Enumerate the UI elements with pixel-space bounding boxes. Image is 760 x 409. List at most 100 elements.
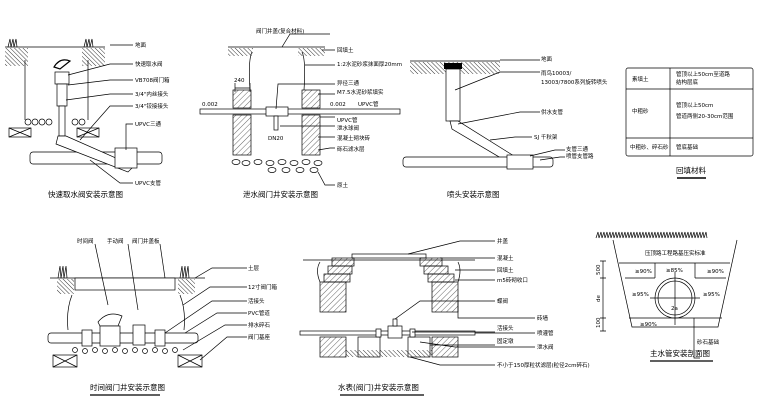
label-manhole-cover: 井盖 — [497, 237, 509, 245]
panel-timer-valve-well: 时间阀 手动阀 阀门井盖板 土层 12寸阀门箱 活接头 PVC管道 排水碎石 阀… — [47, 237, 277, 396]
label-drain-gravel: 排水碎石 — [248, 321, 271, 329]
label-ground: 地面 — [541, 55, 553, 63]
label-irrigation-pipe: 喷灌管 — [537, 329, 554, 337]
riser — [58, 105, 66, 137]
base-right — [177, 354, 203, 368]
title-sprinkler: 喷头安装示意图 — [447, 189, 500, 199]
soil-left — [5, 48, 28, 66]
cell-material-2: 中粗砂、碎石砂 — [630, 143, 669, 151]
manual-valve — [132, 324, 146, 346]
brick-lower-left — [232, 114, 252, 156]
brick-wall-right — [431, 281, 459, 313]
label-brick-collar: m5砖砌收口 — [497, 276, 528, 284]
upvc-pipe — [199, 108, 401, 115]
label-pvc-pipe: PVC管道 — [248, 309, 270, 317]
label-reducing-tee: 异径三通 — [337, 79, 360, 87]
brick-left — [8, 127, 32, 138]
compaction-top-center: ≥85% — [666, 268, 683, 274]
reducing-tee — [265, 106, 289, 117]
pvc-pipe — [47, 332, 199, 344]
label-filter-layer: 不小于150厚粒状滤层(粒径2cm碎石) — [497, 361, 590, 369]
label-union: 活接头 — [497, 324, 514, 332]
grass — [57, 265, 190, 279]
label-quick-valve: 快速取水阀 — [135, 60, 163, 68]
base-left — [52, 354, 78, 368]
cell-material-1: 中粗砂 — [632, 107, 649, 115]
cell-range-0-1: 结构层底 — [676, 78, 699, 86]
leader-cover — [281, 33, 330, 48]
label-butterfly-valve: 蝶阀 — [497, 297, 508, 305]
label-well-cover: 阀门井盖(复合材料) — [256, 27, 304, 35]
compaction-top-left: ≥90% — [635, 269, 652, 275]
cell-range-1-1: 管道两侧20-30cm范围 — [676, 112, 734, 120]
pipe-centerlines — [650, 272, 700, 325]
sprinkler-head-top — [444, 63, 462, 69]
dim-500: 500 — [596, 264, 602, 275]
label-valve-box: 12寸阀门箱 — [248, 283, 277, 291]
label-upvc-tee: UPVC三通 — [135, 120, 161, 128]
label-valve-box: VB708阀门箱 — [135, 76, 170, 84]
dim-240: 240 — [234, 78, 245, 84]
title-meter-well: 水表(阀门)井安装示意图 — [338, 382, 419, 392]
valve-body — [54, 71, 70, 85]
label-backfill: 回填土 — [337, 46, 354, 54]
zone-lines — [619, 262, 730, 319]
lateral-tee — [506, 154, 534, 170]
gravel-layer — [231, 159, 323, 173]
valve-box-walls — [67, 294, 185, 331]
leader-lines — [454, 59, 565, 161]
label-drain-ball-valve: 泄水球阀 — [337, 124, 359, 132]
label-backfill: 回填土 — [497, 266, 514, 274]
panel-sprinkler: 地面 雨鸟10003/ 13003/7800系列旋转喷头 供水支管 SJ 千秋架… — [402, 55, 608, 199]
pipe-center-mark: 2a — [671, 306, 678, 312]
timer-valve-top — [97, 313, 123, 327]
irrigation-pipe — [299, 330, 476, 336]
title-quick-valve: 快速取水阀安装示意图 — [48, 189, 123, 199]
compaction-side-right: ≥95% — [703, 292, 720, 298]
cell-material-0: 素填土 — [632, 75, 649, 83]
trench-outline — [612, 239, 738, 328]
swing-joint — [55, 135, 135, 173]
label-upvc-pipe: UPVC管 — [337, 116, 358, 124]
level-right: 0.002 — [330, 102, 346, 108]
label-ground: 地面 — [135, 41, 147, 49]
dim-dn20: DN20 — [268, 136, 284, 142]
valve-cap — [53, 59, 72, 70]
label-native-soil: 原土 — [337, 181, 349, 189]
label-rotor-series: 13003/7800系列旋转喷头 — [541, 78, 608, 86]
label-m75-mortar: M7.5水泥砂浆填实 — [337, 88, 384, 96]
backfill-table: 素填土 管顶以上50cm至道路 结构层底 中粗砂 管顶以上50cm 管道两侧20… — [625, 67, 754, 179]
drain-ball-valve — [273, 115, 279, 131]
title-main-pipe-section: 主水管安装剖面图 — [650, 348, 710, 358]
union-left — [81, 329, 93, 347]
label-timer-valve: 时间阀 — [77, 237, 94, 245]
leader-lines — [317, 240, 535, 366]
label-compaction-standard: 压顶路工程路基压实标准 — [645, 249, 706, 257]
label-soil: 土层 — [248, 264, 260, 272]
cell-range-0-0: 管顶以上50cm至道路 — [676, 70, 730, 78]
label-gravel-filter: 砾石滤水层 — [337, 145, 365, 153]
title-timer-valve-well: 时间阀门井安装示意图 — [90, 382, 165, 392]
union-right — [154, 329, 166, 347]
cell-range-2-0: 管底基础 — [676, 143, 699, 151]
label-union: 活接头 — [248, 297, 265, 305]
level-left: 0.002 — [202, 102, 218, 108]
valve-box-lid — [74, 277, 176, 291]
label-thrust-block: 固定墩 — [497, 337, 514, 345]
label-upvc-pipe-top: UPVC管 — [358, 100, 379, 108]
dim-100: 100 — [596, 317, 602, 328]
label-hinge-joint: 3/4"铰接接头 — [135, 102, 169, 110]
label-supply-branch: 供水支管 — [541, 108, 564, 116]
label-mortar: 1:2水泥砂浆抹面厚20mm — [337, 60, 402, 68]
label-valve-base: 阀门基座 — [248, 333, 271, 341]
dim-de: de — [596, 295, 602, 302]
timer-valve-body — [99, 325, 121, 347]
panel-main-pipe-section: 压顶路工程路基压实标准 ≥90% ≥85% ≥90% ≥95% ≥95% ≥90… — [595, 231, 738, 362]
grass — [595, 231, 708, 239]
gravel — [24, 118, 86, 126]
leader-lines — [94, 243, 247, 361]
label-upvc-branch: UPVC支管 — [135, 179, 161, 187]
soil-right — [82, 48, 105, 66]
label-well-cover-plate: 阀门井盖板 — [132, 237, 160, 245]
